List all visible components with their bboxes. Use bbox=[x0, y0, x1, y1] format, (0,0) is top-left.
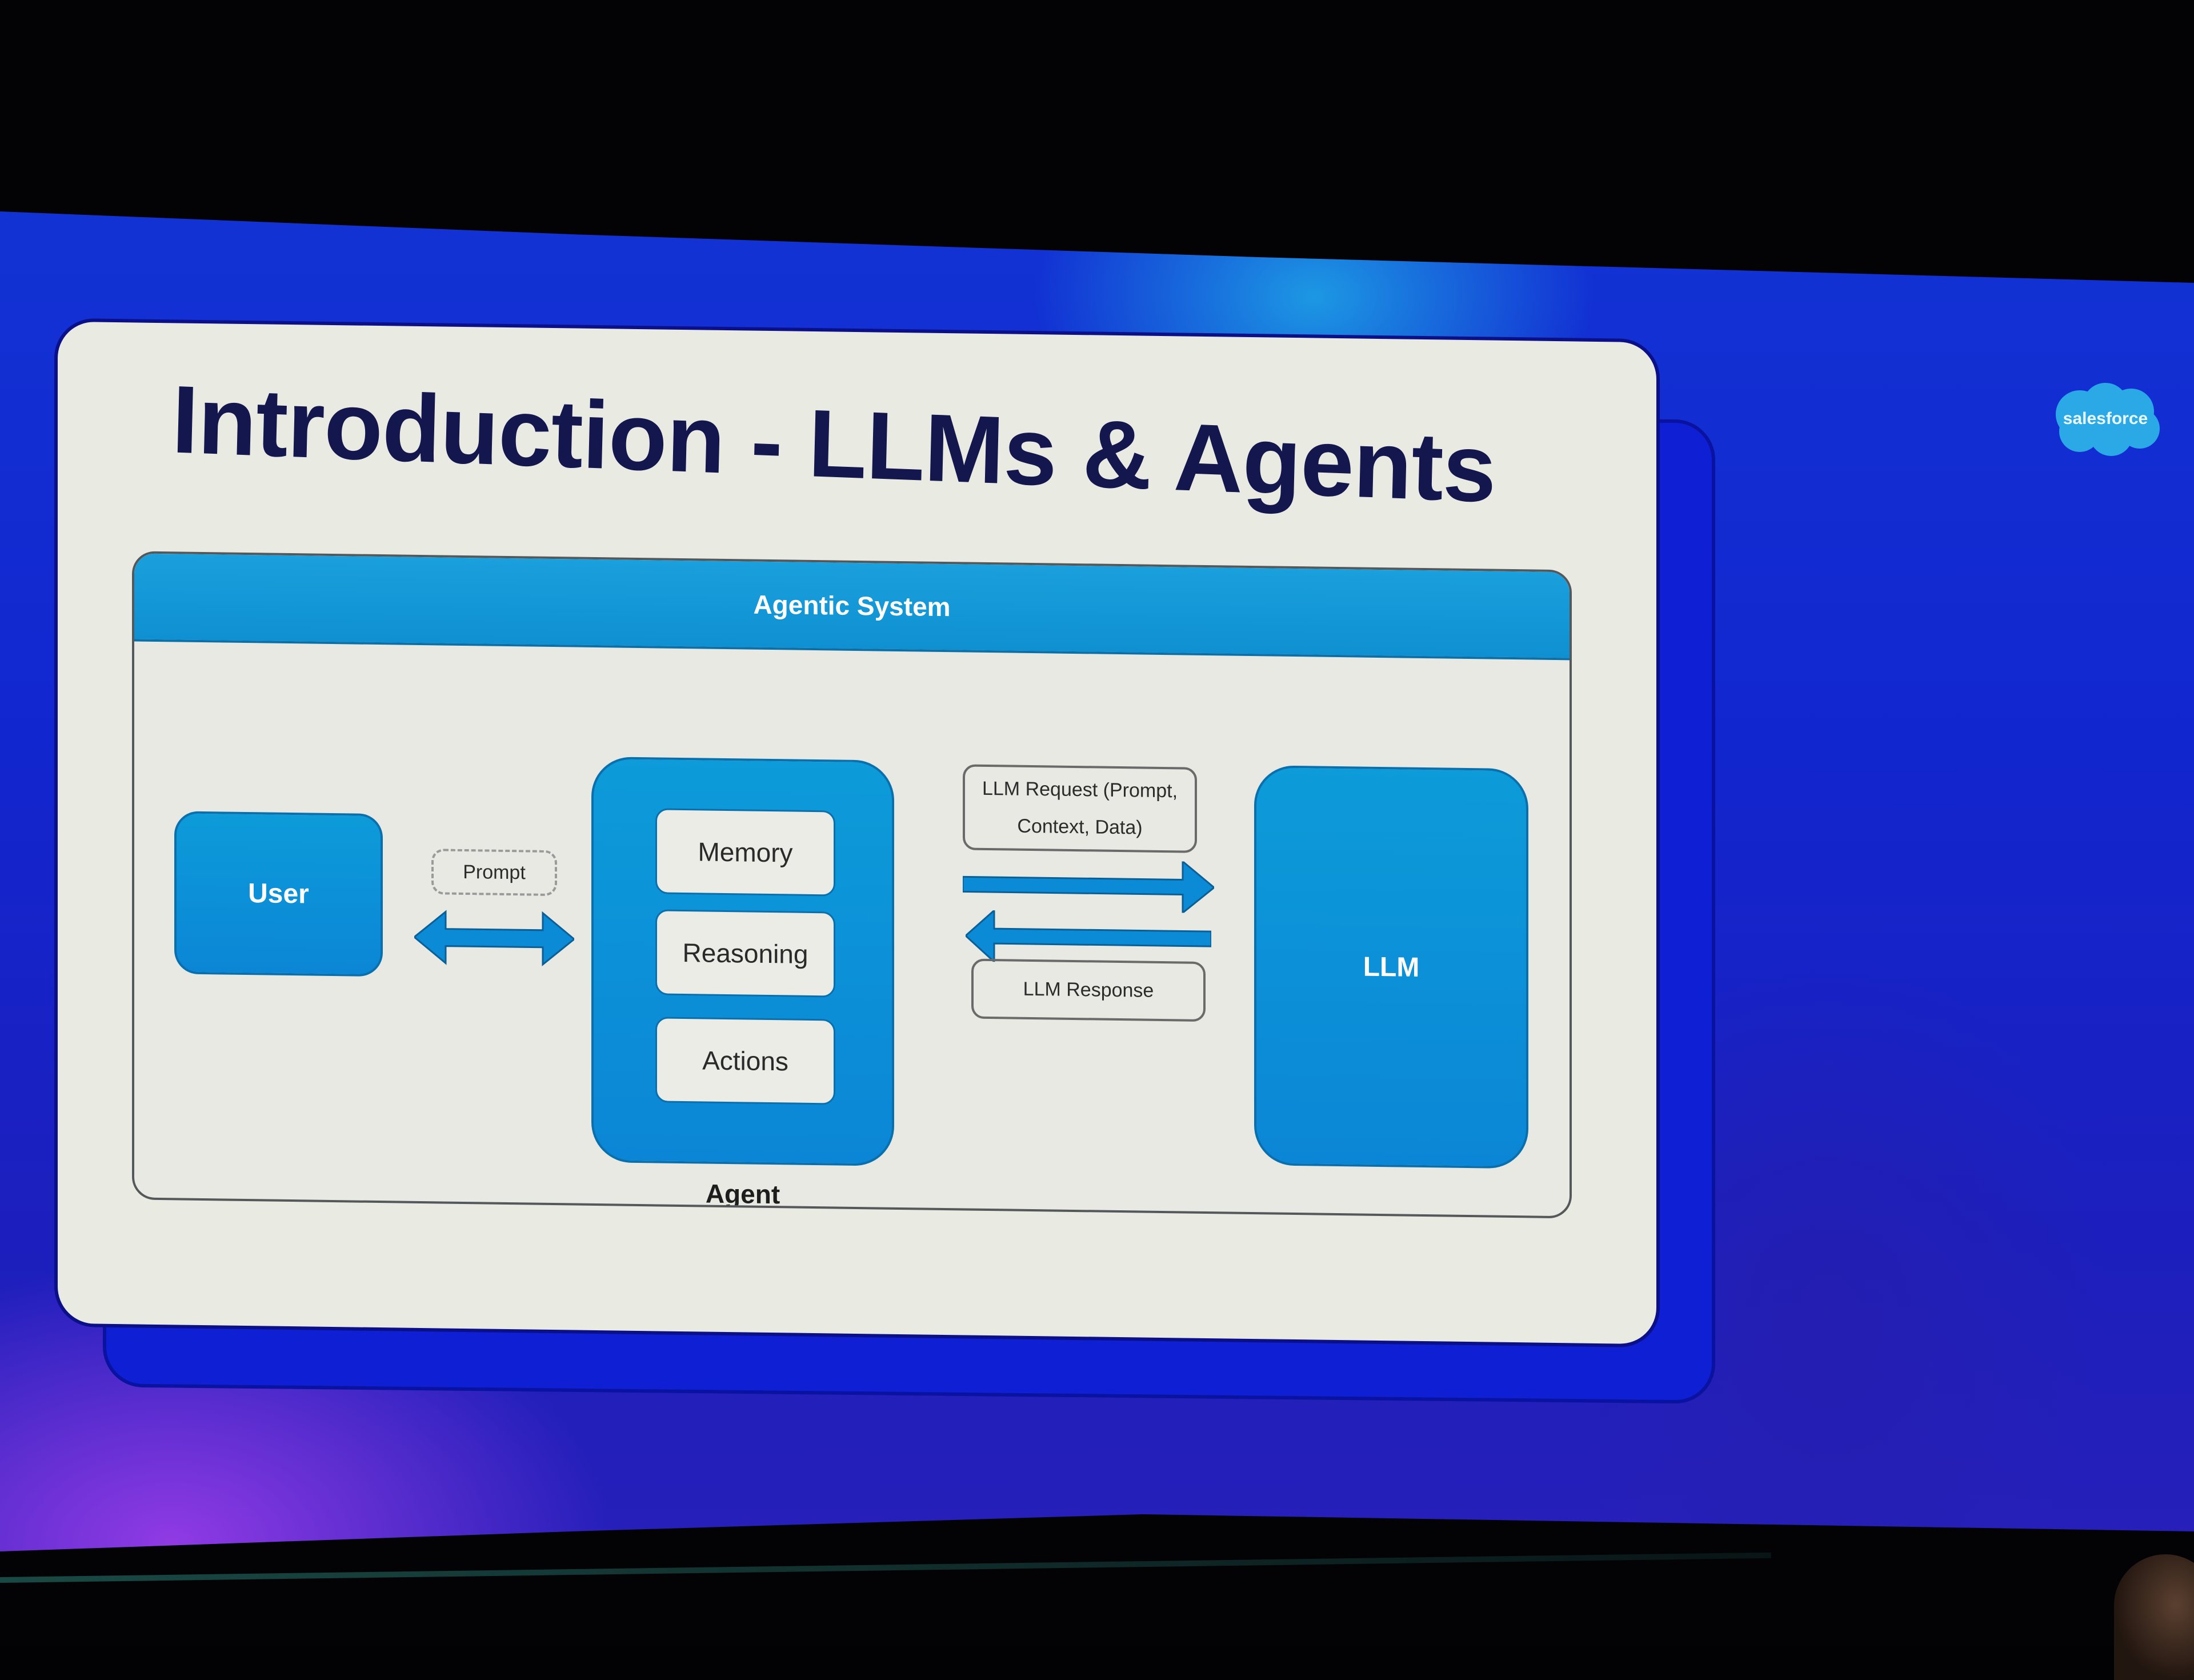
audience-member bbox=[2114, 1554, 2194, 1680]
left-arrow-icon bbox=[966, 910, 1211, 964]
user-label: User bbox=[248, 878, 309, 910]
stage-edge bbox=[0, 1552, 1771, 1583]
agentic-system-header: Agentic System bbox=[134, 553, 1570, 661]
llm-label: LLM bbox=[1363, 951, 1420, 983]
salesforce-wordmark: salesforce bbox=[2063, 409, 2148, 428]
llm-response-label-box: LLM Response bbox=[971, 958, 1206, 1022]
prompt-label: Prompt bbox=[463, 861, 526, 884]
salesforce-logo: salesforce bbox=[2048, 380, 2163, 457]
photo-background: Introduction - LLMs & Agents Agentic Sys… bbox=[0, 211, 2194, 1680]
prompt-label-box: Prompt bbox=[431, 849, 557, 897]
actions-component: Actions bbox=[655, 1017, 835, 1105]
slide-title: Introduction - LLMs & Agents bbox=[170, 365, 1498, 523]
user-node: User bbox=[174, 811, 383, 977]
memory-label: Memory bbox=[698, 837, 793, 868]
bidirectional-arrow-icon bbox=[414, 910, 574, 966]
llm-request-label-line2: Context, Data) bbox=[1017, 815, 1143, 839]
actions-label: Actions bbox=[702, 1045, 788, 1077]
right-arrow-icon bbox=[963, 859, 1214, 914]
agentic-system-label: Agentic System bbox=[753, 589, 951, 622]
cloud-icon bbox=[2056, 383, 2160, 456]
agentic-system-frame: Agentic System User Prompt Memory Reason bbox=[132, 551, 1572, 1219]
llm-request-label-box: LLM Request (Prompt, Context, Data) bbox=[963, 764, 1197, 853]
llm-node: LLM bbox=[1254, 765, 1528, 1169]
slide-card: Introduction - LLMs & Agents Agentic Sys… bbox=[54, 318, 1660, 1348]
agent-label: Agent bbox=[705, 1178, 780, 1210]
agent-node: Memory Reasoning Actions bbox=[591, 756, 894, 1166]
llm-request-label-line1: LLM Request (Prompt, bbox=[982, 778, 1178, 802]
reasoning-component: Reasoning bbox=[655, 909, 835, 998]
reasoning-label: Reasoning bbox=[682, 938, 808, 969]
llm-response-label: LLM Response bbox=[1023, 978, 1154, 1002]
memory-component: Memory bbox=[655, 808, 835, 897]
